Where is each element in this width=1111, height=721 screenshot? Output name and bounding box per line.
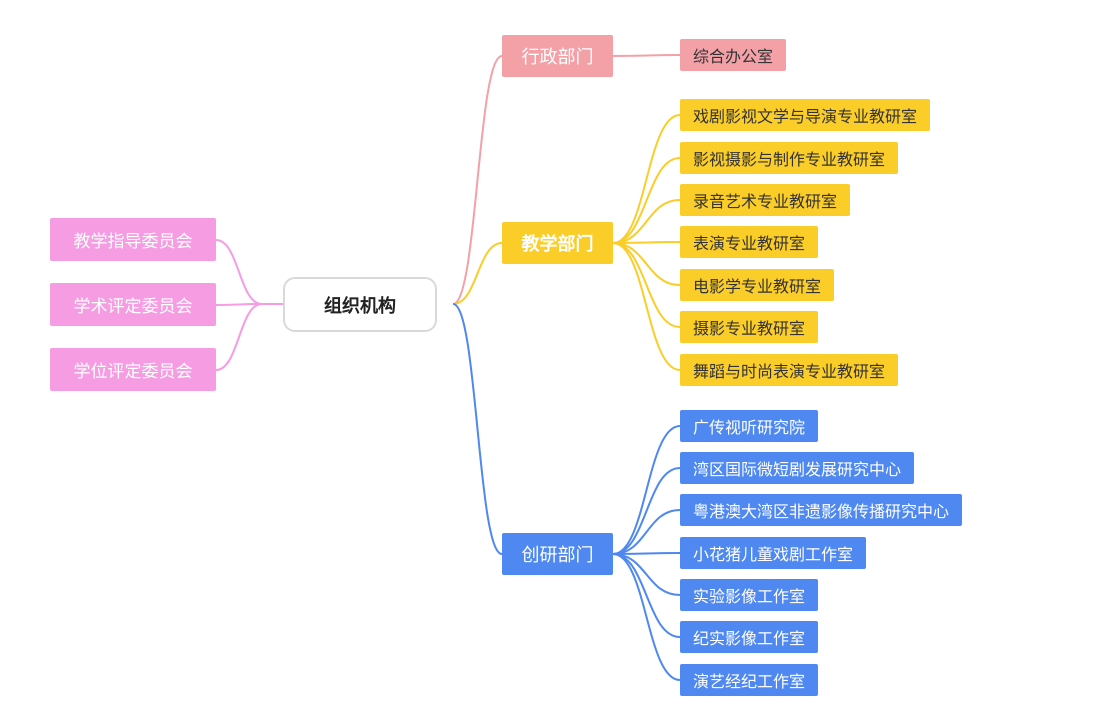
- leaf-link: [612, 242, 681, 328]
- research-unit-node[interactable]: 实验影像工作室: [680, 579, 819, 611]
- leaf-link: [612, 467, 681, 555]
- research-unit-node[interactable]: 广传视听研究院: [680, 410, 819, 442]
- committee-degree-evaluation[interactable]: 学位评定委员会: [50, 348, 216, 391]
- leaf-link: [612, 54, 681, 57]
- research-unit-node[interactable]: 粤港澳大湾区非遗影像传播研究中心: [680, 494, 963, 526]
- leaf-link: [612, 425, 681, 555]
- leaf-link: [612, 241, 681, 244]
- leaf-link: [612, 199, 681, 244]
- department-teaching[interactable]: 教学部门: [502, 222, 613, 264]
- leaf-link: [612, 553, 681, 596]
- committee-link: [215, 239, 263, 305]
- teaching-unit-node[interactable]: 戏剧影视文学与导演专业教研室: [680, 99, 931, 131]
- leaf-link: [612, 114, 681, 244]
- department-research[interactable]: 创研部门: [502, 533, 613, 575]
- department-link: [452, 55, 503, 305]
- root-node[interactable]: 组织机构: [283, 277, 437, 332]
- committee-teaching-guidance[interactable]: 教学指导委员会: [50, 218, 216, 261]
- leaf-link: [612, 553, 681, 681]
- teaching-unit-node[interactable]: 影视摄影与制作专业教研室: [680, 142, 899, 174]
- committee-link: [215, 303, 263, 306]
- committee-link: [215, 303, 263, 371]
- research-unit-node[interactable]: 湾区国际微短剧发展研究中心: [680, 452, 915, 484]
- teaching-unit-node[interactable]: 电影学专业教研室: [680, 269, 835, 301]
- teaching-unit-node[interactable]: 表演专业教研室: [680, 226, 819, 258]
- teaching-unit-node[interactable]: 摄影专业教研室: [680, 311, 819, 343]
- department-administration[interactable]: 行政部门: [502, 35, 613, 77]
- teaching-unit-node[interactable]: 录音艺术专业教研室: [680, 184, 851, 216]
- leaf-link: [612, 552, 681, 555]
- admin-office-node[interactable]: 综合办公室: [680, 39, 787, 71]
- leaf-link: [612, 553, 681, 638]
- research-unit-node[interactable]: 小花猪儿童戏剧工作室: [680, 537, 867, 569]
- leaf-link: [612, 242, 681, 371]
- leaf-link: [612, 509, 681, 555]
- leaf-link: [612, 242, 681, 286]
- committee-academic-evaluation[interactable]: 学术评定委员会: [50, 283, 216, 326]
- research-unit-node[interactable]: 纪实影像工作室: [680, 621, 819, 653]
- department-link: [452, 242, 503, 305]
- teaching-unit-node[interactable]: 舞蹈与时尚表演专业教研室: [680, 354, 899, 386]
- research-unit-node[interactable]: 演艺经纪工作室: [680, 664, 819, 696]
- leaf-link: [612, 157, 681, 244]
- department-link: [452, 303, 503, 555]
